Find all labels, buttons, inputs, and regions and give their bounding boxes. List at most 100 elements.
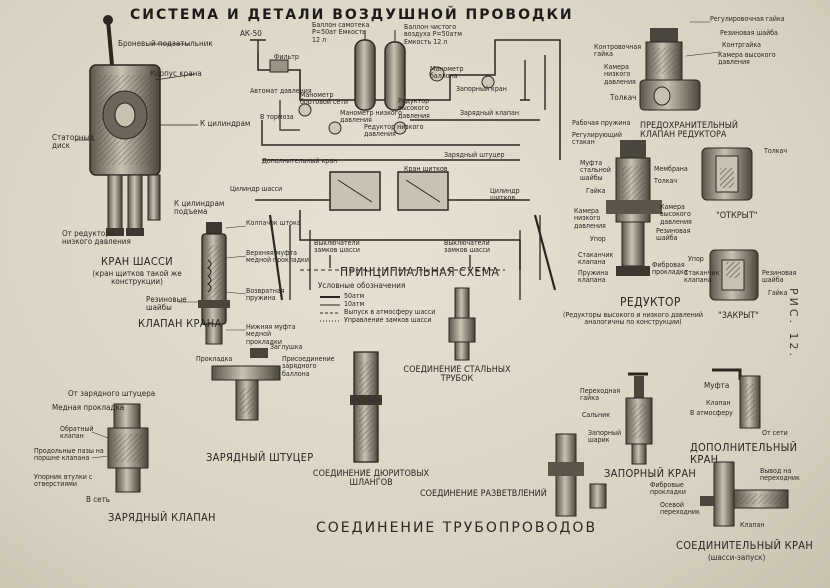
page-title: СИСТЕМА И ДЕТАЛИ ВОЗДУШНОЙ ПРОВОДКИ [130,7,574,23]
label-automat: Автомат давления [250,87,312,95]
valve-detail-title: КЛАПАН КРАНА [138,317,222,330]
reducer-open-label: "ОТКРЫТ" [716,211,758,221]
charge-valve-drawing [91,403,149,493]
reducer-label-5: Камера низкого давления [574,207,606,230]
connect-label-2: Осевой переходник [660,501,700,517]
reducer-detail-5: Гайка [768,289,788,297]
safety-label-1: Регулировочная гайка [710,15,785,23]
label-ak50: АК-50 [240,29,262,38]
charge-valve-title: ЗАРЯДНЫЙ КЛАПАН [108,511,216,524]
label-lever: Броневый подзатыльник [118,39,213,48]
label-to-brakes: В тормоза [260,113,294,121]
charge-valve-label-5: Упорник втулки с отверстиями [34,473,93,489]
legend-title: Условные обозначения [318,281,406,290]
chassis-valve-title: КРАН ШАССИ [101,255,173,268]
extra-valve-title: ДОПОЛНИТЕЛЬНЫЙ КРАН [690,441,798,466]
connect-label-1: Фибровые прокладки [650,481,686,497]
connect-label-3: Клапан [740,521,765,529]
safety-label-2: Резиновая шайба [720,29,778,37]
steel-fitting-drawing [448,287,476,361]
valve-detail-drawing [178,222,247,345]
label-cylinders: К цилиндрам [200,119,251,128]
reducer-label-7: Резиновая шайба [656,227,691,243]
safety-label-7: Толкач [610,93,637,102]
charge-valve-label-6: В сеть [86,495,111,504]
reducer-open-drawing [701,147,753,201]
label-flaps-cyl: Цилиндр щитков [490,187,520,203]
reducer-label-6: Камера высокого давления [660,203,692,226]
charge-valve-label-4: Продольные пазы на поршне клапана [34,447,104,463]
label-dividers: Выключатели замков шасси [314,239,360,255]
figure-number: РИС. 12. [787,288,800,360]
charge-valve-label-1: От зарядного штуцера [68,389,156,398]
chassis-valve-drawing [75,15,198,236]
label-extra-valve: Дополнительный кран [262,157,338,165]
charge-fitting-label-2: Присоединение зарядного баллона [282,355,335,378]
reducer-closed-label: "ЗАКРЫТ" [718,311,759,321]
label-charge-valve: Зарядный клапан [460,109,520,117]
connect-label-4: Вывод на переходник [760,467,800,483]
branch-fitting-drawing [548,433,607,517]
connect-valve-title: СОЕДИНИТЕЛЬНЫЙ КРАН [676,539,814,552]
label-balloon-auto: Баллон самотека Р=50ат Емкость 12 л [312,21,370,44]
label-reducer-high: Редуктор высокого давления [398,97,430,120]
extra-label-3: В атмосферу [690,409,733,417]
extra-label-4: От сети [762,429,788,437]
reducer-title: РЕДУКТОР [620,295,681,309]
branch-title: СОЕДИНЕНИЕ РАЗВЕТВЛЕНИЙ [420,489,547,499]
chassis-valve-subtitle: (кран щитков такой же конструкции) [92,269,182,287]
label-shutoff: Запорный кран [456,85,507,93]
reducer-label-2: Мембрана [654,165,688,173]
label-upper: Верхняя муфта медной прокладки [246,249,309,265]
durite-fitting-drawing [350,351,382,463]
schema-title: ПРИНЦИПИАЛЬНАЯ СХЕМА [340,265,500,279]
reducer-label-9: Стаканчик клапана [578,251,614,267]
charge-fitting-title: ЗАРЯДНЫЙ ШТУЦЕР [206,451,314,464]
safety-label-3: Контргайка [722,41,762,49]
charge-fitting-label-1: Заглушка [270,343,303,351]
shutoff-label-3: Запорный шарик [588,429,622,445]
reducer-label-10: Пружина клапана [578,269,609,285]
label-filter: Фильтр [274,53,299,61]
safety-valve-drawing [639,21,721,111]
reducer-label-11: Фибровая прокладка [652,261,688,277]
reducer-detail-2: Упор [688,255,704,263]
safety-label-6: Камера низкого давления [604,63,636,86]
label-reducer-low: Редуктор низкого давления [364,123,424,139]
label-washers: Резиновые шайбы [146,295,187,313]
extra-valve-drawing [712,368,761,429]
label-flaps-valve: Кран щитков [404,165,448,173]
charge-fitting-label-3: Прокладка [196,355,233,363]
shutoff-valve-drawing [625,372,653,465]
reducer-label-4: Гайка [586,187,606,195]
label-manometer: Манометр баллона [430,65,464,81]
safety-label-9: Регулирующий стакан [572,131,622,147]
safety-label-8: Рабочая пружина [572,119,631,127]
label-from-reducer: От редуктора низкого давления [62,229,131,247]
safety-label-4: Контровочная гайка [594,43,642,59]
charge-fitting-drawing [211,348,281,421]
bottom-title: СОЕДИНЕНИЕ ТРУБОПРОВОДОВ [316,520,598,536]
legend-item-1: 50атм [344,292,365,300]
reducer-detail-1: Толкач [764,147,788,155]
label-chassis-cyl: Цилиндр шасси [230,185,283,193]
label-stem: Колпачок штока [246,219,301,227]
label-locks: Выключатели замков шасси [444,239,490,255]
safety-valve-title: ПРЕДОХРАНИТЕЛЬНЫЙ КЛАПАН РЕДУКТОРА [640,121,738,141]
reducer-detail-3: Стаканчик клапана [684,269,720,285]
label-body: Корпус крана [150,69,202,78]
label-lower: Нижняя муфта медной прокладки [246,323,296,346]
reducer-label-8: Упор [590,235,606,243]
charge-valve-label-2: Медная прокладка [52,403,125,412]
reducer-label-1: Муфта стальной шайбы [580,159,611,182]
label-compensator: Манометр бортовой сети [300,91,349,107]
reducer-subtitle: (Редукторы высокого и низкого давлений а… [563,311,703,327]
shutoff-valve-title: ЗАПОРНЫЙ КРАН [604,467,697,480]
reducer-drawing [606,140,662,276]
label-stator: Статорный диск [52,133,94,151]
extra-label-1: Муфта [704,381,730,390]
safety-label-5: Камера высокого давления [718,51,776,67]
durite-title: СОЕДИНЕНИЕ ДЮРИТОВЫХ ШЛАНГОВ [312,469,430,489]
